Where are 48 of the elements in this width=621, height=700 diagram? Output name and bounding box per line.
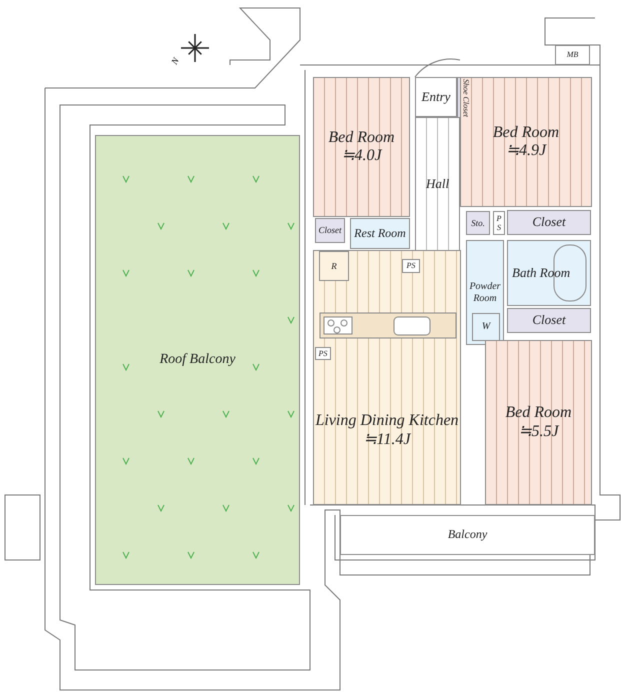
room-area bbox=[460, 77, 592, 207]
room-label: Roof Balcony bbox=[160, 352, 236, 368]
room-area bbox=[313, 77, 410, 217]
room-area bbox=[485, 340, 592, 505]
room-label: ≒4.9J bbox=[506, 142, 546, 160]
room-label: Shoe Closet bbox=[461, 79, 471, 117]
fridge-space bbox=[319, 251, 349, 281]
room-label: Hall bbox=[426, 177, 450, 192]
pipe-space bbox=[315, 347, 331, 360]
room-label: PS bbox=[318, 348, 328, 358]
room-label: ≒4.0J bbox=[341, 147, 382, 166]
washer-space bbox=[472, 313, 500, 341]
balcony-area bbox=[340, 515, 595, 555]
storage-area bbox=[507, 308, 591, 333]
room-label: Closet bbox=[532, 215, 566, 230]
room-label: W bbox=[482, 321, 490, 333]
storage-area bbox=[466, 211, 490, 235]
room-area bbox=[507, 240, 591, 306]
room-label: Balcony bbox=[448, 528, 488, 542]
room-label: MB bbox=[566, 50, 578, 60]
room-area bbox=[415, 77, 457, 117]
room-label: Bed Room bbox=[492, 124, 560, 142]
room-label: Sto. bbox=[471, 218, 485, 228]
room-label: Entry bbox=[422, 90, 450, 104]
room-area bbox=[313, 250, 461, 505]
pipe-space bbox=[493, 211, 505, 235]
storage-area bbox=[507, 210, 591, 235]
room-label: Bath Room bbox=[512, 266, 570, 280]
room-label: ≒5.5J bbox=[518, 422, 559, 441]
room-label: Bed Room bbox=[505, 404, 572, 422]
room-area bbox=[350, 218, 410, 249]
room-label: Closet bbox=[532, 313, 566, 328]
room-label: P S bbox=[496, 214, 502, 232]
north-label: N bbox=[169, 56, 181, 66]
room-label: Bed Room bbox=[328, 128, 395, 147]
room-area bbox=[466, 240, 504, 345]
pipe-space bbox=[402, 259, 420, 273]
room-label: Living Dining Kitchen bbox=[315, 412, 459, 431]
room-label: PS bbox=[406, 261, 416, 271]
room-label: R bbox=[331, 260, 337, 272]
room-label: Powder Room bbox=[468, 281, 502, 304]
storage-area bbox=[315, 218, 345, 243]
meter-box bbox=[555, 45, 590, 65]
room-area bbox=[415, 117, 460, 252]
roof-balcony-area bbox=[95, 135, 300, 585]
room-label: Closet bbox=[318, 225, 342, 236]
room-label: Rest Room bbox=[354, 226, 406, 240]
room-label: ≒11.4J bbox=[364, 430, 410, 449]
